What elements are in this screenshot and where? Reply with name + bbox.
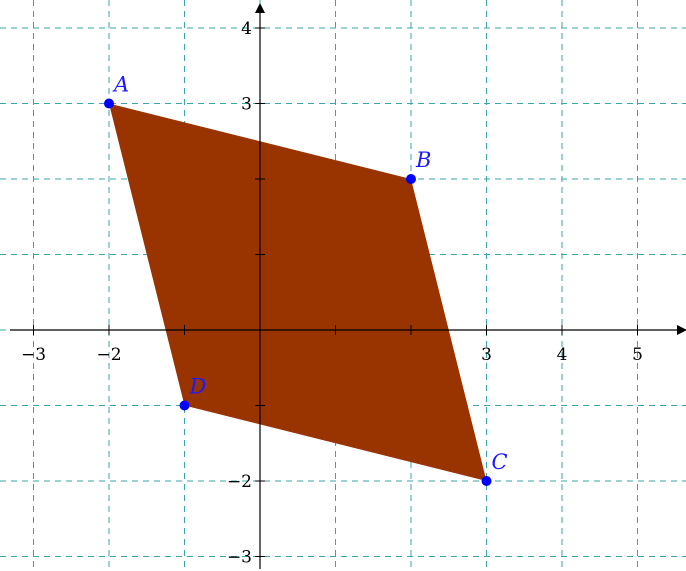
point-d [179, 400, 190, 411]
point-c [481, 476, 492, 486]
x-tick-label: 4 [557, 345, 568, 365]
y-tick-label: −2 [227, 472, 252, 492]
shape-layer [109, 103, 487, 481]
x-tick-label: 3 [481, 345, 492, 365]
y-tick-label: 4 [241, 19, 252, 39]
axes [10, 3, 686, 569]
point-b [406, 174, 416, 184]
points: A B C D [104, 73, 508, 486]
x-tick-label: 5 [632, 345, 643, 365]
point-a [104, 98, 114, 109]
point-label-c: C [492, 450, 508, 474]
x-tick-label: −3 [21, 345, 46, 365]
parallelogram-abcd [109, 103, 487, 481]
point-label-d: D [189, 375, 207, 399]
point-label-a: A [112, 73, 129, 97]
tick-labels: −3 −2 3 4 5 4 3 −2 −3 [21, 19, 643, 568]
point-label-b: B [415, 148, 431, 172]
y-tick-label: −3 [227, 548, 252, 568]
x-tick-label: −2 [96, 345, 121, 365]
y-tick-label: 3 [241, 95, 252, 115]
